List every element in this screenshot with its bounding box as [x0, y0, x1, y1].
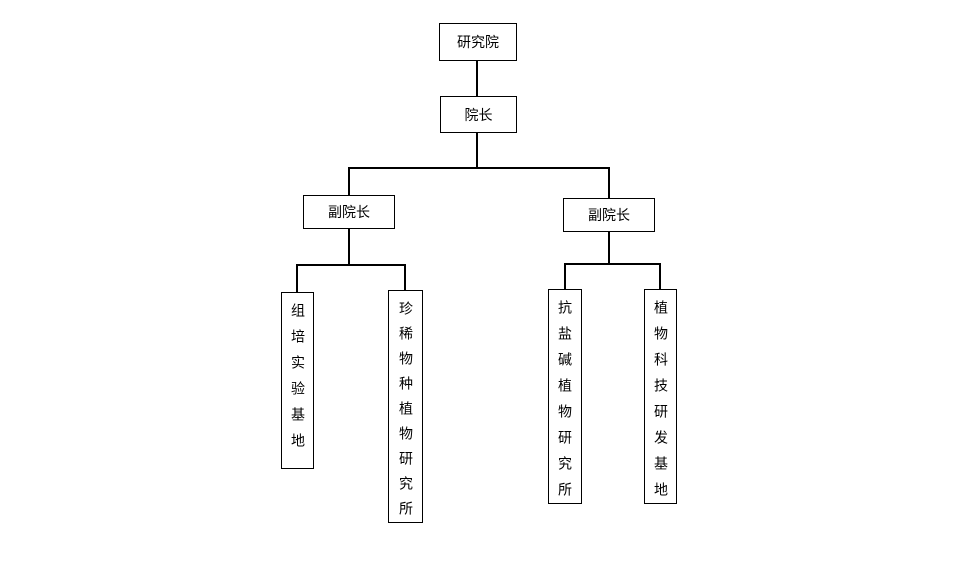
connector-vice-right-branch-bar: [564, 263, 661, 265]
connector-drop-leaf-4: [659, 263, 661, 289]
node-research-institute: 研究院: [439, 23, 517, 61]
connector-vice-right-stem: [608, 232, 610, 263]
node-tissue-culture-experiment-base: 组培实验基地: [281, 292, 314, 469]
connector-drop-leaf-1: [296, 264, 298, 292]
node-vice-dean-left: 副院长: [303, 195, 395, 229]
connector-root-dean: [476, 61, 478, 96]
connector-drop-leaf-3: [564, 263, 566, 289]
connector-vice-left-branch-bar: [296, 264, 406, 266]
node-saline-alkali-plant-institute: 抗盐碱植物研究所: [548, 289, 582, 508]
node-dean: 院长: [440, 96, 517, 133]
connector-drop-vice-right: [608, 167, 610, 198]
connector-dean-branch-bar: [348, 167, 610, 169]
connector-dean-stem: [476, 133, 478, 167]
node-rare-species-plant-institute: 珍稀物种植物研究所: [388, 290, 423, 526]
node-vice-dean-right: 副院长: [563, 198, 655, 232]
connector-drop-leaf-2: [404, 264, 406, 290]
node-plant-tech-rd-base: 植物科技研发基地: [644, 289, 677, 508]
connector-drop-vice-left: [348, 167, 350, 195]
connector-vice-left-stem: [348, 228, 350, 264]
